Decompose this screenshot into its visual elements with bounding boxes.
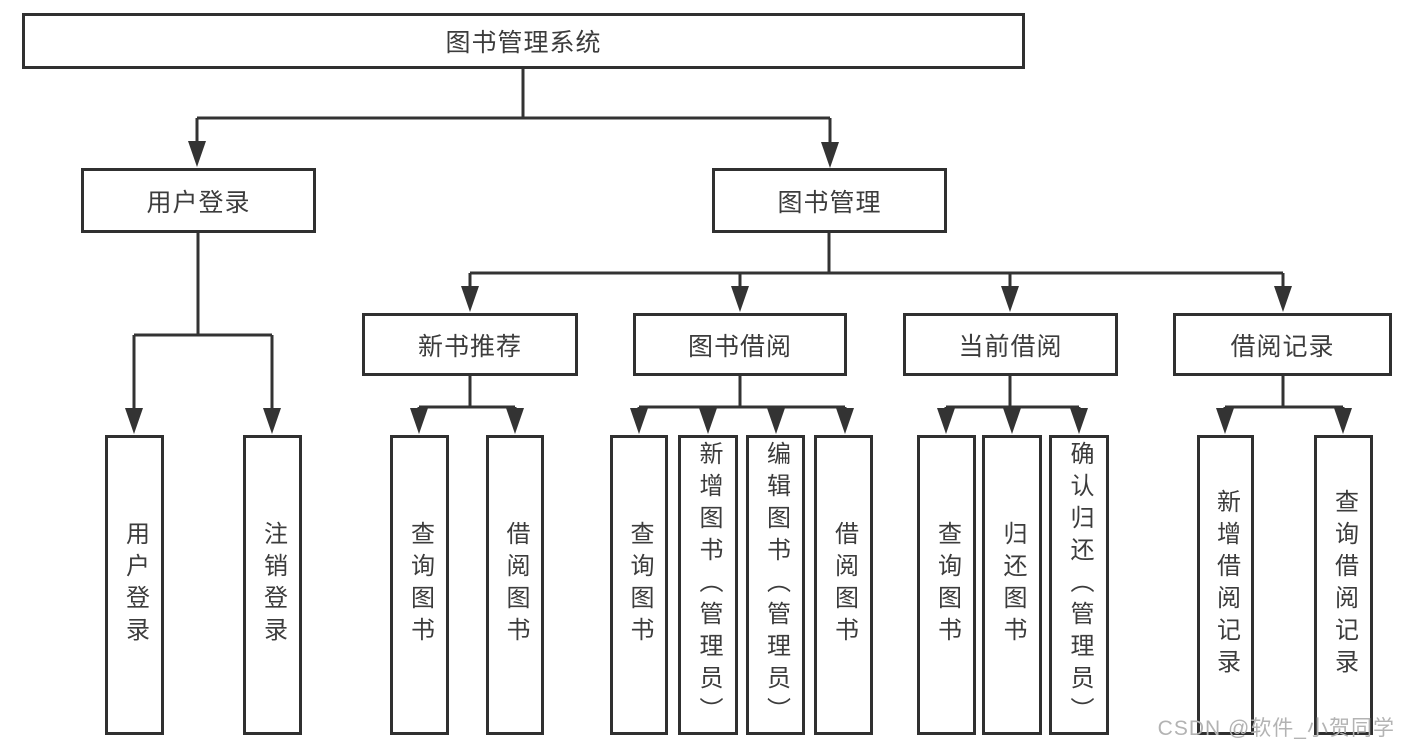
leaf-borrow-query-books: 查询图书 [610, 435, 668, 735]
node-borrow-records: 借阅记录 [1173, 313, 1392, 376]
leaf-logout: 注销登录 [243, 435, 302, 735]
leaf-borrow-add-books-admin: 新增图书（管理员） [678, 435, 738, 735]
leaf-current-confirm-return-admin: 确认归还（管理员） [1049, 435, 1109, 735]
leaf-records-query-record: 查询借阅记录 [1314, 435, 1373, 735]
leaf-newbook-borrow-books: 借阅图书 [486, 435, 544, 735]
csdn-watermark: CSDN @软件_小贺同学 [1157, 717, 1395, 740]
leaf-user-login: 用户登录 [105, 435, 164, 735]
leaf-newbook-query-books: 查询图书 [390, 435, 449, 735]
leaf-borrow-edit-books-admin: 编辑图书（管理员） [746, 435, 805, 735]
node-root: 图书管理系统 [22, 13, 1025, 69]
node-current-borrow: 当前借阅 [903, 313, 1118, 376]
leaf-current-return-books: 归还图书 [982, 435, 1042, 735]
node-book-borrow: 图书借阅 [633, 313, 847, 376]
leaf-current-query-books: 查询图书 [917, 435, 976, 735]
leaf-records-add-record: 新增借阅记录 [1197, 435, 1254, 735]
leaf-borrow-borrow-books: 借阅图书 [814, 435, 873, 735]
node-user-login: 用户登录 [81, 168, 316, 233]
node-book-management: 图书管理 [712, 168, 947, 233]
node-new-book-recommend: 新书推荐 [362, 313, 578, 376]
